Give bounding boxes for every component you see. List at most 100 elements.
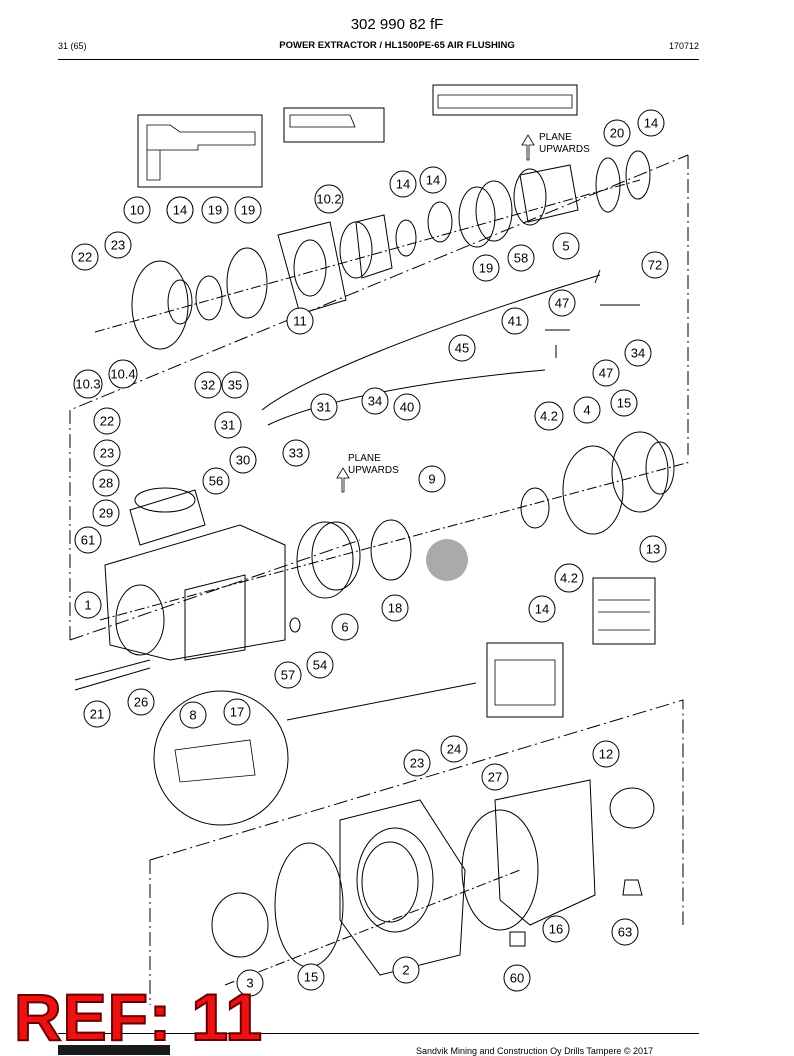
callout-label: 57: [281, 668, 295, 683]
callout-label: 17: [230, 705, 244, 720]
callout-circle: [403, 749, 431, 777]
callout-label: 14: [173, 203, 187, 218]
footer-divider: [58, 1033, 699, 1034]
callout-circle: [507, 244, 535, 272]
callout-label: 21: [90, 707, 104, 722]
callout-circle: [448, 334, 476, 362]
callout-item: 47: [548, 289, 576, 317]
callout-item: 12: [592, 740, 620, 768]
callout-item: 11: [286, 307, 314, 335]
callout-item: 23: [93, 439, 121, 467]
page-number: 31 (65): [58, 41, 87, 51]
callout-label: 58: [514, 251, 528, 266]
callout-circle: [93, 439, 121, 467]
callout-item: 34: [624, 339, 652, 367]
callout-item: 23: [403, 749, 431, 777]
callout-item: 2: [392, 956, 420, 984]
callout-label: 10: [130, 203, 144, 218]
callout-label: 19: [479, 261, 493, 276]
callout-circle: [166, 196, 194, 224]
callout-item: 20: [603, 119, 631, 147]
callout-item: 10.2: [314, 184, 344, 214]
callout-label: 60: [510, 971, 524, 986]
callout-item: 4.2: [534, 401, 564, 431]
callout-label: 34: [631, 346, 645, 361]
callout-item: 9: [418, 465, 446, 493]
callout-circle: [603, 119, 631, 147]
callout-label: 26: [134, 695, 148, 710]
callout-circle: [548, 289, 576, 317]
callout-item: 15: [610, 389, 638, 417]
callout-circle: [104, 231, 132, 259]
callout-circle: [282, 439, 310, 467]
callout-item: 22: [93, 407, 121, 435]
callout-label: 2: [402, 963, 409, 978]
callout-circle: [361, 387, 389, 415]
callout-item: 31: [214, 411, 242, 439]
callout-item: 56: [202, 467, 230, 495]
callout-item: 60: [503, 964, 531, 992]
callout-label: 27: [488, 770, 502, 785]
callout-circle: [331, 613, 359, 641]
callout-circle: [92, 499, 120, 527]
callout-label: 40: [400, 400, 414, 415]
callout-label: 28: [99, 476, 113, 491]
callout-item: 4: [573, 396, 601, 424]
callout-circle: [201, 196, 229, 224]
callout-label: 10.3: [75, 377, 100, 392]
callout-item: 29: [92, 499, 120, 527]
callout-circle: [573, 396, 601, 424]
callout-circle: [214, 411, 242, 439]
callout-label: 11: [293, 314, 307, 329]
callout-circle: [534, 401, 564, 431]
callout-item: 10: [123, 196, 151, 224]
callout-label: 14: [426, 173, 440, 188]
callout-label: 14: [535, 602, 549, 617]
callout-label: 23: [100, 446, 114, 461]
ref-stamp: REF: 11: [13, 980, 264, 1054]
callout-circle: [73, 369, 103, 399]
document-date: 170712: [668, 41, 699, 51]
callout-circle: [528, 595, 556, 623]
callout-label: 4.2: [560, 571, 578, 586]
callout-label: 29: [99, 506, 113, 521]
callout-label: 5: [562, 239, 569, 254]
callout-item: 28: [92, 469, 120, 497]
callout-label: 72: [648, 258, 662, 273]
callout-label: 35: [228, 378, 242, 393]
callout-label: 19: [241, 203, 255, 218]
callout-circle: [611, 918, 639, 946]
callout-item: 6: [331, 613, 359, 641]
callout-circle: [236, 969, 264, 997]
callout-circle: [74, 526, 102, 554]
callout-circle: [501, 307, 529, 335]
callout-label: 16: [549, 922, 563, 937]
callout-item: 10.4: [108, 359, 138, 389]
callout-circle: [481, 763, 509, 791]
callout-label: 4: [583, 403, 590, 418]
callout-label: 18: [388, 601, 402, 616]
callout-circle: [389, 170, 417, 198]
callout-circle: [93, 407, 121, 435]
plane-note-mid-line-2: UPWARDS: [348, 465, 399, 476]
callout-circle: [179, 701, 207, 729]
callout-item: 14: [528, 595, 556, 623]
callout-item: 72: [641, 251, 669, 279]
callout-label: 3: [246, 976, 253, 991]
callout-item: 63: [611, 918, 639, 946]
callout-circle: [639, 535, 667, 563]
callout-item: 40: [393, 393, 421, 421]
document-title: POWER EXTRACTOR / HL1500PE-65 AIR FLUSHI…: [279, 40, 515, 51]
callout-circle: [221, 371, 249, 399]
callout-item: 32: [194, 371, 222, 399]
callout-label: 1: [84, 598, 91, 613]
callout-label: 8: [189, 708, 196, 723]
callout-circle: [472, 254, 500, 282]
callout-circle: [297, 963, 325, 991]
callout-item: 35: [221, 371, 249, 399]
callout-item: 57: [274, 661, 302, 689]
callout-circle: [542, 915, 570, 943]
callout-label: 47: [555, 296, 569, 311]
callout-item: 19: [201, 196, 229, 224]
